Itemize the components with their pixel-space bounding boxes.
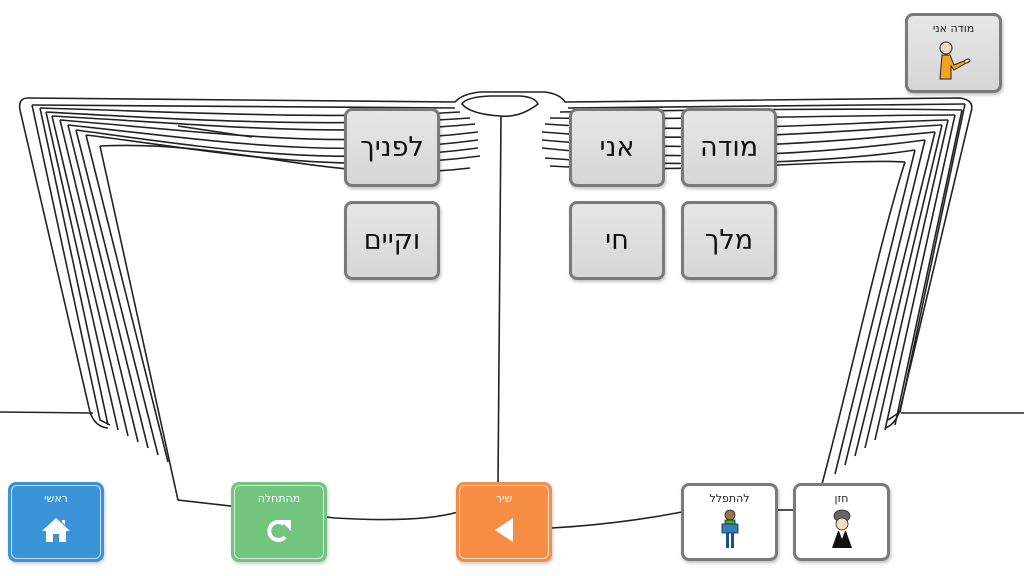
song-button-label: שיר (495, 492, 513, 505)
restart-button[interactable]: מהתחלה (231, 482, 327, 562)
cantor-icon (829, 509, 855, 553)
phrase-tile-modeh-ani[interactable]: מודה אני (905, 13, 1002, 93)
word-tile-melech[interactable]: מלך (681, 201, 777, 280)
pray-tile[interactable]: להתפלל (681, 483, 778, 561)
word-label: חי (605, 225, 629, 256)
word-label: וקיים (363, 225, 421, 256)
cantor-tile[interactable]: חזן (793, 483, 890, 561)
phrase-tile-label: מודה אני (932, 22, 975, 35)
restart-button-label: מהתחלה (257, 492, 301, 505)
word-tile-modeh[interactable]: מודה (681, 108, 777, 187)
word-label: מודה (699, 132, 759, 163)
cantor-tile-label: חזן (834, 492, 849, 505)
word-tile-vekayam[interactable]: וקיים (344, 201, 440, 280)
home-icon (41, 517, 71, 547)
pray-tile-label: להתפלל (709, 492, 750, 505)
word-label: אני (599, 132, 635, 163)
song-back-button[interactable]: שיר (456, 482, 552, 562)
word-label: מלך (704, 225, 754, 256)
redo-arrow-icon (265, 517, 293, 547)
home-button-label: ראשי (44, 492, 68, 505)
word-label: לפניך (360, 132, 424, 163)
play-back-triangle-icon (493, 517, 515, 547)
word-tile-chai[interactable]: חי (569, 201, 665, 280)
person-praying-icon (936, 39, 972, 85)
word-tile-lefanecha[interactable]: לפניך (344, 108, 440, 187)
person-reading-icon (720, 509, 740, 555)
home-button[interactable]: ראשי (8, 482, 104, 562)
word-tile-ani[interactable]: אני (569, 108, 665, 187)
